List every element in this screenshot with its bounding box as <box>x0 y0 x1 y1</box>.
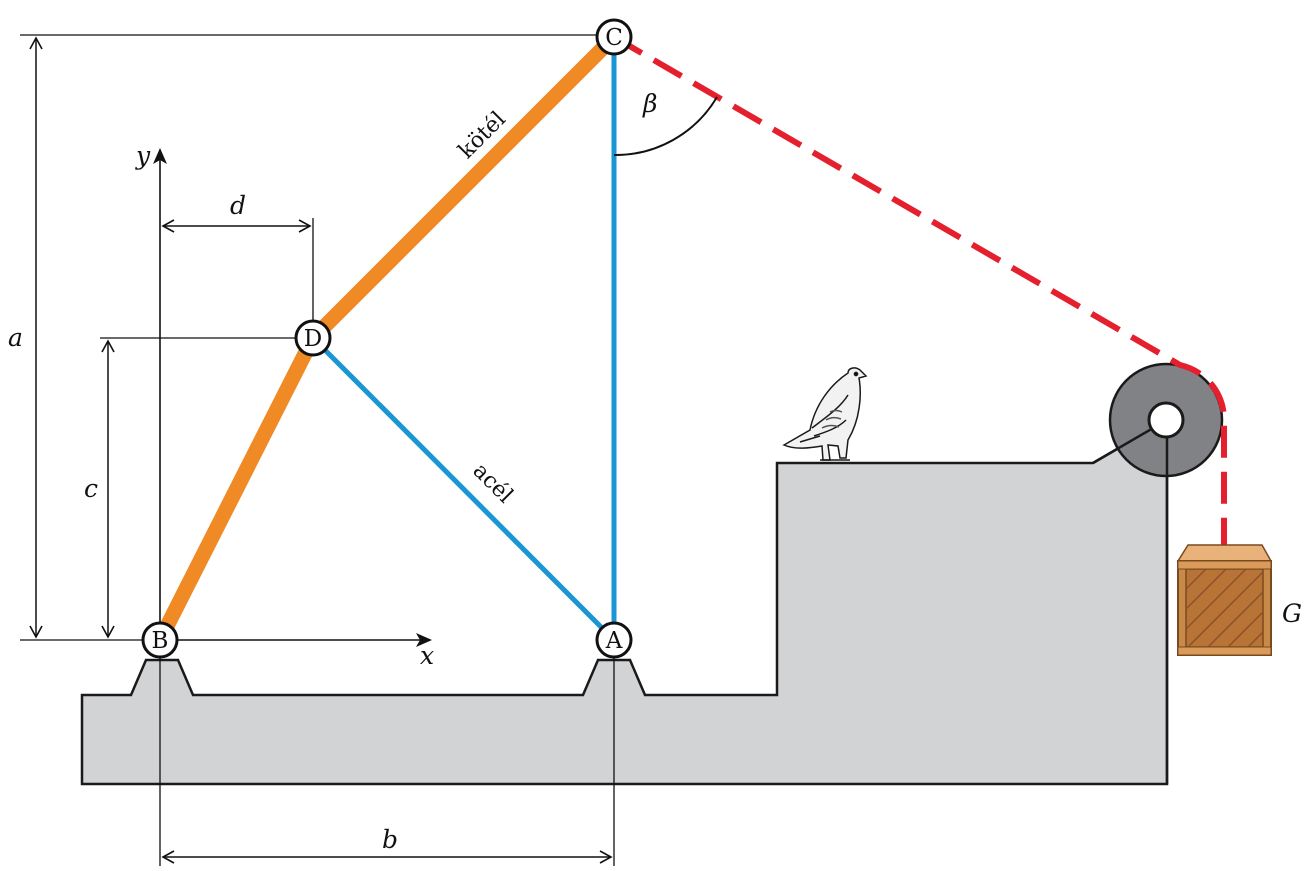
pulley <box>1092 362 1224 784</box>
label-a: a <box>8 323 23 352</box>
node-a: A <box>595 621 633 659</box>
steel-member-da <box>311 336 616 642</box>
beta-arc <box>613 96 718 157</box>
label-x-axis: x <box>420 641 434 670</box>
pigeon-image <box>782 367 868 461</box>
label-y-axis: y <box>135 141 151 170</box>
dimension-guides <box>20 34 615 866</box>
label-d: d <box>230 191 246 220</box>
node-d: D <box>294 319 332 357</box>
rope-member-dc <box>305 29 622 346</box>
label-weight: G <box>1282 599 1302 628</box>
node-b: B <box>141 621 179 659</box>
node-b-label: B <box>152 628 169 654</box>
rope-member-bd <box>152 330 321 648</box>
crate-image <box>1176 544 1273 656</box>
node-c: C <box>595 18 633 56</box>
cable <box>612 34 1228 562</box>
label-beta: β <box>642 89 657 118</box>
node-d-label: D <box>304 326 322 352</box>
node-a-label: A <box>605 628 623 654</box>
label-c: c <box>84 474 98 503</box>
node-c-label: C <box>605 25 623 51</box>
label-b: b <box>382 825 398 854</box>
